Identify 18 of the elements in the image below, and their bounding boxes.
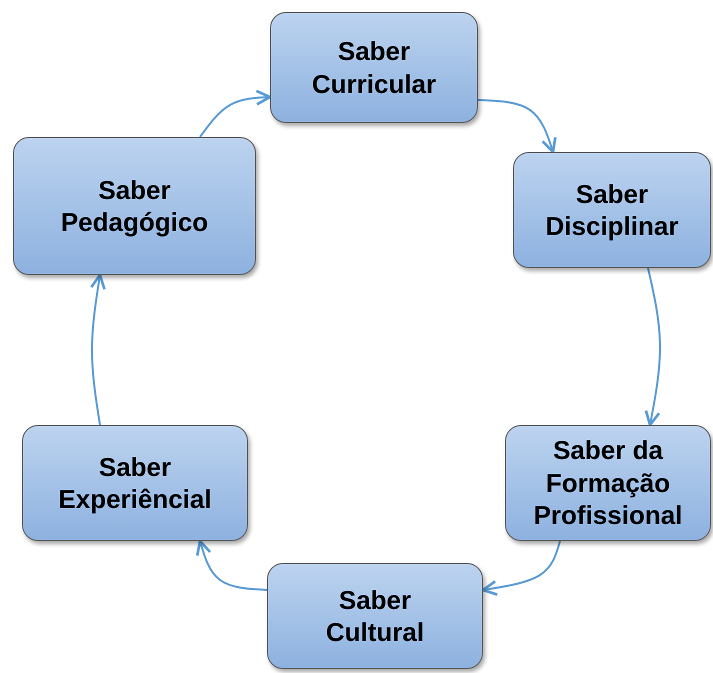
arrow <box>482 540 561 596</box>
box-label: Saber Experiêncial <box>57 450 213 516</box>
arrow <box>196 540 268 591</box>
box-label: Saber Curricular <box>310 35 438 100</box>
process-box <box>505 425 711 541</box>
process-box <box>13 137 256 275</box>
box-label: Saber Pedagógico <box>60 174 210 238</box>
box-label: Saber Disciplinar <box>544 178 680 242</box>
process-box <box>513 152 711 268</box>
box-label: Saber da Formação Profissional <box>532 434 684 532</box>
process-box <box>22 425 248 541</box>
process-box <box>267 563 483 669</box>
arrow <box>199 90 272 138</box>
arrow <box>644 268 661 426</box>
process-box <box>270 12 478 123</box>
box-label: Saber Cultural <box>324 584 426 648</box>
arrow <box>478 99 557 154</box>
arrow <box>90 274 106 426</box>
